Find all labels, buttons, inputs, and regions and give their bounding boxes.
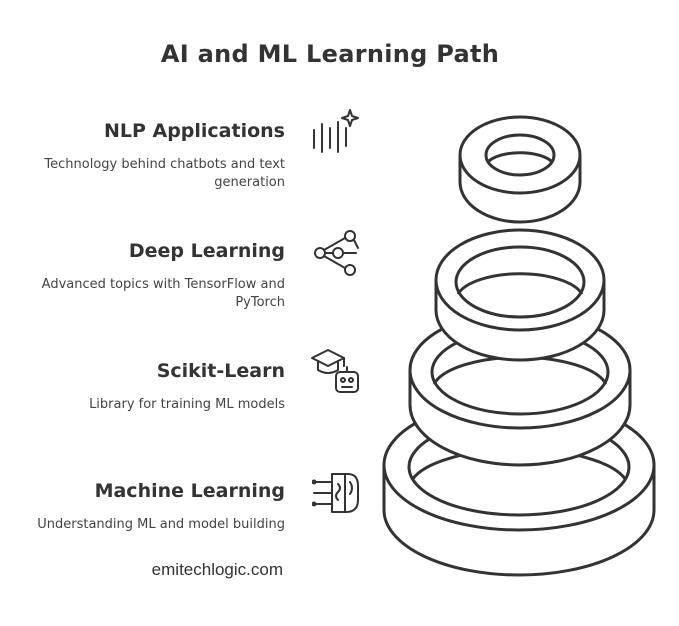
diagram-title: AI and ML Learning Path [160, 40, 500, 68]
ring-nlp-applications [458, 115, 582, 224]
network-nodes-icon [310, 228, 362, 278]
ring-deep-learning [434, 228, 606, 362]
step-description: Advanced topics with TensorFlow and PyTo… [41, 277, 285, 310]
circuit-brain-icon [312, 470, 364, 516]
step-description: Library for training ML models [89, 397, 285, 412]
step-title: NLP Applications [103, 120, 285, 142]
step-scikit-learn: Scikit-Learn Library for training ML mod… [0, 360, 285, 414]
step-title: Machine Learning [94, 480, 285, 502]
step-machine-learning: Machine Learning Understanding ML and mo… [0, 480, 285, 534]
graduation-cap-robot-icon [310, 346, 364, 396]
ring-tower [370, 100, 670, 594]
step-deep-learning: Deep Learning Advanced topics with Tenso… [0, 240, 285, 312]
step-nlp-applications: NLP Applications Technology behind chatb… [0, 120, 285, 192]
step-description: Understanding ML and model building [37, 517, 285, 532]
step-title: Scikit-Learn [156, 360, 285, 382]
footer-website: emitechlogic.com [151, 560, 283, 579]
sound-wave-sparkle-icon [308, 108, 362, 156]
step-description: Technology behind chatbots and text gene… [44, 157, 285, 190]
step-title: Deep Learning [128, 240, 285, 262]
